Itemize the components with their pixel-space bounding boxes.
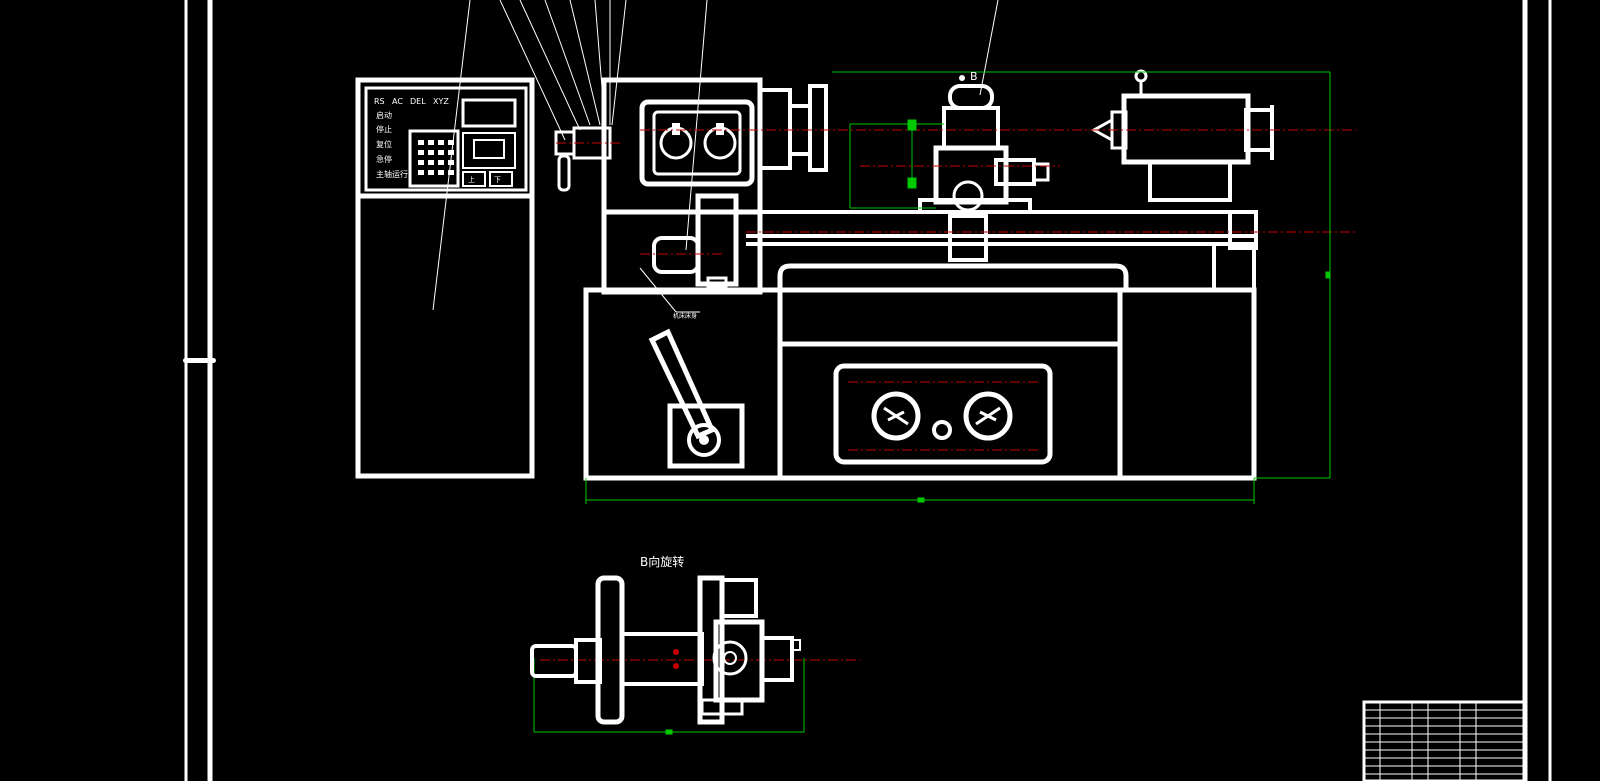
headstock bbox=[601, 77, 828, 295]
tailstock bbox=[1090, 69, 1274, 250]
panel-key-del: DEL bbox=[410, 97, 426, 106]
panel-button-stop: 停止 bbox=[376, 124, 392, 134]
dimension-lines bbox=[533, 71, 1331, 735]
panel-lower-key-down: 下 bbox=[494, 176, 501, 184]
panel-key-rs: RS bbox=[374, 97, 385, 106]
lathe-bed bbox=[583, 242, 1257, 481]
panel-button-estop: 急停 bbox=[376, 154, 392, 164]
panel-lower-key-up: 上 bbox=[468, 175, 475, 184]
section-label-b: B bbox=[970, 70, 978, 83]
view-title: B向旋转 bbox=[640, 554, 684, 569]
drawing-frame bbox=[183, 0, 1552, 781]
panel-key-ac: AC bbox=[392, 97, 403, 106]
callout-text: 机床床身 bbox=[673, 312, 697, 320]
b-rotation-view: B向旋转 bbox=[530, 554, 801, 725]
apron-handwheel bbox=[652, 193, 739, 290]
panel-button-spindle: 主轴运行 bbox=[376, 169, 408, 179]
centerlines bbox=[540, 129, 1356, 661]
title-block bbox=[1362, 700, 1526, 781]
panel-key-xyz: XYZ bbox=[433, 97, 449, 106]
carriage bbox=[918, 75, 1050, 262]
panel-button-reset: 复位 bbox=[376, 139, 392, 149]
frame-center-mark bbox=[183, 358, 216, 363]
callout: 机床床身 B bbox=[639, 70, 978, 320]
panel-button-start: 启动 bbox=[376, 110, 392, 120]
control-cabinet: RS AC DEL XYZ 启动 停止 复位 急停 主轴运行 上 下 bbox=[355, 77, 535, 479]
keypad bbox=[418, 140, 454, 175]
feed-rod bbox=[746, 210, 1255, 246]
